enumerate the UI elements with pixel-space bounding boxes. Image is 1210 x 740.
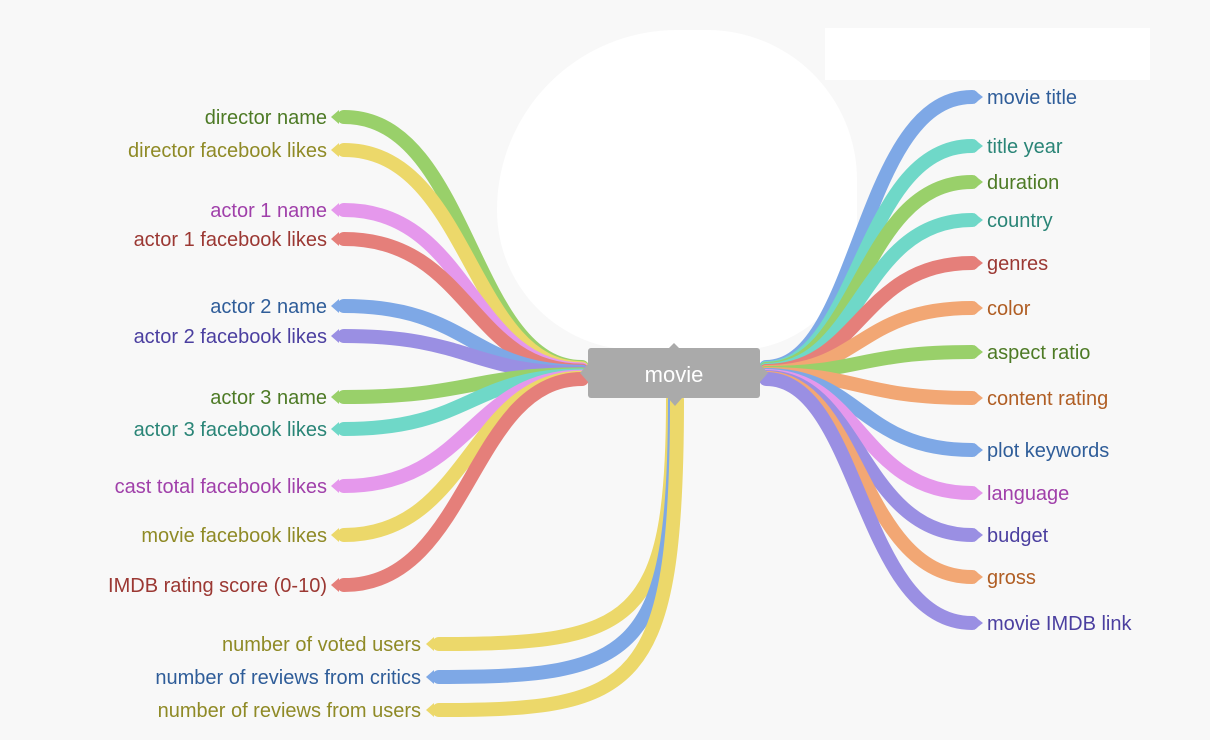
branch-arrow (974, 443, 983, 457)
branch-arrow (974, 175, 983, 189)
field-label[interactable]: director facebook likes (128, 140, 327, 162)
field-label[interactable]: aspect ratio (987, 342, 1090, 364)
branch-connector (432, 393, 684, 717)
branch-connector (759, 372, 979, 630)
field-label[interactable]: number of reviews from critics (155, 667, 421, 689)
field-label[interactable]: movie IMDB link (987, 613, 1132, 635)
field-label[interactable]: title year (987, 136, 1063, 158)
field-label[interactable]: actor 1 name (210, 200, 327, 222)
field-label[interactable]: content rating (987, 388, 1108, 410)
field-label[interactable]: cast total facebook likes (115, 476, 327, 498)
field-label[interactable]: actor 3 facebook likes (134, 419, 327, 441)
right-labels: movie title title year duration country genr… (987, 87, 1132, 635)
field-label[interactable]: gross (987, 567, 1036, 589)
field-label[interactable]: country (987, 210, 1053, 232)
branch-arrow (331, 390, 339, 404)
branch-arrow (331, 299, 339, 313)
field-label[interactable]: color (987, 298, 1031, 320)
field-label[interactable]: director name (205, 107, 327, 129)
field-label[interactable]: IMDB rating score (0-10) (108, 575, 327, 597)
branch-connector (432, 393, 680, 651)
branch-arrow (331, 203, 339, 217)
field-label[interactable]: movie facebook likes (141, 525, 327, 547)
right-branches (759, 90, 983, 630)
branch-arrow (426, 703, 434, 717)
field-label[interactable]: number of reviews from users (158, 700, 421, 722)
branch-arrow (331, 479, 339, 493)
field-label[interactable]: duration (987, 172, 1059, 194)
branch-arrow (974, 391, 983, 405)
root-node-bottom-notch (668, 398, 682, 406)
branch-arrow (974, 139, 983, 153)
field-label[interactable]: actor 2 facebook likes (134, 326, 327, 348)
root-node[interactable]: movie (580, 343, 768, 406)
root-node-box[interactable] (588, 348, 760, 398)
field-label[interactable]: actor 1 facebook likes (134, 229, 327, 251)
branch-arrow (331, 528, 339, 542)
blank-region (825, 28, 1150, 80)
field-label[interactable]: language (987, 483, 1069, 505)
field-label[interactable]: budget (987, 525, 1049, 547)
branch-connector (337, 372, 589, 592)
branch-arrow (974, 345, 983, 359)
root-node-top-notch (669, 343, 679, 348)
root-node-label: movie (645, 362, 704, 387)
branch-arrow (331, 329, 339, 343)
branch-arrow (974, 256, 983, 270)
blank-region (497, 30, 857, 350)
branch-arrow (426, 670, 434, 684)
branch-arrow (974, 570, 983, 584)
branch-arrow (974, 616, 983, 630)
branch-arrow (974, 528, 983, 542)
left-labels: director name director facebook likes acto… (108, 107, 327, 597)
branch-arrow (974, 486, 983, 500)
branch-arrow (974, 90, 983, 104)
branch-arrow (331, 110, 339, 124)
field-label[interactable]: genres (987, 253, 1048, 275)
branch-arrow (331, 422, 339, 436)
branch-connector (759, 371, 979, 584)
branch-arrow (426, 637, 434, 651)
branch-arrow (331, 143, 339, 157)
bottom-labels: number of voted users number of reviews f… (155, 634, 421, 722)
left-branches (331, 110, 589, 592)
bottom-branches (426, 393, 684, 717)
branch-arrow (331, 578, 339, 592)
root-node-left-notch (580, 364, 588, 382)
field-label[interactable]: number of voted users (222, 634, 421, 656)
root-node-right-notch (760, 364, 768, 382)
field-label[interactable]: actor 3 name (210, 387, 327, 409)
field-label[interactable]: actor 2 name (210, 296, 327, 318)
branch-arrow (331, 232, 339, 246)
field-label[interactable]: movie title (987, 87, 1077, 109)
field-label[interactable]: plot keywords (987, 440, 1109, 462)
branch-arrow (974, 213, 983, 227)
branch-arrow (974, 301, 983, 315)
